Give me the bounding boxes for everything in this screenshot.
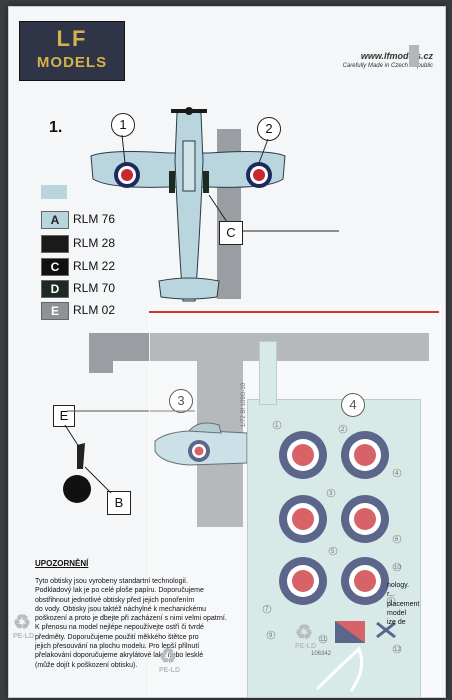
decal-number-11: 11	[320, 637, 327, 643]
aircraft-side-view	[154, 422, 248, 466]
decal-number-10: 10	[394, 565, 401, 571]
decal-sheet-tail	[259, 341, 277, 405]
colour-row-c: C RLM 22	[41, 258, 201, 276]
recycle-icon-middle: ♻ PE-LD	[159, 646, 180, 674]
warning-side-text: nology. r... placement model ize de	[387, 581, 445, 627]
decal-sheet	[247, 399, 421, 697]
decal-number-12: 12	[394, 647, 401, 653]
warning-text: Tyto obtisky jsou vyrobeny standartní te…	[35, 577, 253, 670]
colour-row-a: A RLM 76	[41, 211, 201, 229]
callout-c: C	[219, 221, 243, 245]
decal-number-5: 5	[331, 549, 335, 555]
scheme-number: 1.	[49, 119, 63, 136]
tailwheel-detail	[63, 424, 112, 503]
colour-label-a: RLM 76	[73, 212, 116, 226]
decal-numbers: 1 2 3 4 5 6 7 8 9 10 11 12 106342	[262, 420, 401, 657]
aircraft-top-view	[90, 107, 286, 302]
colour-label-e: RLM 02	[73, 303, 116, 317]
detail-leader-line	[67, 410, 195, 412]
decal-number-3: 3	[329, 491, 333, 497]
website-url: www.lfmodels.cz	[360, 51, 433, 61]
instruction-sheet: LF MODELS www.lfmodels.cz Carefully Made…	[8, 6, 446, 698]
recycle-icon-left: ♻ PE-LD	[13, 612, 34, 640]
plastic-bag	[149, 305, 441, 697]
logo-models-text: MODELS	[36, 54, 108, 71]
warning-line: K přenosu na model nejlépe nepoužívejte …	[35, 624, 204, 632]
callout-3: 3	[169, 389, 193, 413]
warning-side-line: placement	[387, 600, 420, 608]
colour-label-d: RLM 70	[73, 281, 116, 295]
swatch-c: C	[41, 258, 69, 276]
swatch-e: E	[41, 302, 69, 320]
decal-fin-code: 106342	[311, 651, 332, 657]
warning-line: (může dojít k poškození obtisku).	[35, 661, 138, 669]
bag-seal-strip	[149, 311, 439, 313]
colour-sample	[41, 185, 67, 199]
colour-row-e: E RLM 02	[41, 302, 201, 320]
warning-line: předměty. Doporučujeme použití měkkého š…	[35, 633, 199, 641]
decal-number-7: 7	[265, 607, 269, 613]
warning-line: do vody. Obtisky jsou taktéž náchylné k …	[35, 605, 207, 613]
colour-label-b: RLM 28	[73, 236, 116, 250]
grey-guide-left	[89, 361, 113, 373]
decal-number-6: 6	[395, 537, 399, 543]
warning-line: přelakování doporučujeme akrylátové laky…	[35, 652, 204, 660]
warning-side-line: r...	[387, 591, 395, 599]
grey-guide-right-top	[409, 45, 419, 67]
decal-number-8: 8	[389, 599, 393, 605]
callout-1: 1	[111, 113, 135, 137]
warning-line: Podkladový lak je po celé ploše papíru. …	[35, 587, 204, 595]
swatch-d: D	[41, 280, 69, 298]
warning-line: obstřihnout jednotlivé obtisky před jeji…	[35, 596, 195, 604]
warning-line: jejich přesouvání na plochu modelu. Pro …	[35, 643, 200, 651]
warning-line: poškození a proto je dbejte při zacházen…	[35, 615, 227, 623]
warning-side-line: nology.	[387, 582, 410, 589]
decal-number-4: 4	[395, 471, 399, 477]
swatch-b: B	[41, 235, 69, 253]
tagline: Carefully Made in Czech Republic	[342, 63, 433, 69]
recycle-label: PE-LD	[295, 643, 316, 650]
decal-number-2: 2	[341, 427, 345, 433]
recycle-icon-right: ♻ PE-LD	[295, 622, 316, 650]
callout-2: 2	[257, 117, 281, 141]
warning-title: UPOZORNĚNÍ	[35, 559, 89, 568]
colour-row-d: D RLM 70	[41, 280, 201, 298]
decal-number-9: 9	[269, 633, 273, 639]
warning-side-line: model	[387, 609, 407, 617]
recycle-label: PE-LD	[13, 633, 34, 640]
recycle-label: PE-LD	[159, 667, 180, 674]
warning-line: Tyto obtisky jsou vyrobeny standartní te…	[35, 578, 188, 585]
decal-roundels	[279, 431, 396, 692]
logo-lf-text: LF	[56, 26, 88, 51]
leader-lines-top	[121, 134, 339, 232]
lf-models-logo: LF MODELS	[19, 21, 125, 81]
roundel-right-wing	[246, 162, 272, 188]
callout-b: B	[107, 491, 131, 515]
swatch-a: A	[41, 211, 69, 229]
warning-side-line: ize de	[387, 619, 406, 627]
colour-label-c: RLM 22	[73, 259, 116, 273]
roundel-left-wing	[114, 162, 140, 188]
decal-number-1: 1	[275, 423, 279, 429]
callout-4: 4	[341, 393, 365, 417]
colour-row-b: B RLM 28	[41, 235, 201, 253]
